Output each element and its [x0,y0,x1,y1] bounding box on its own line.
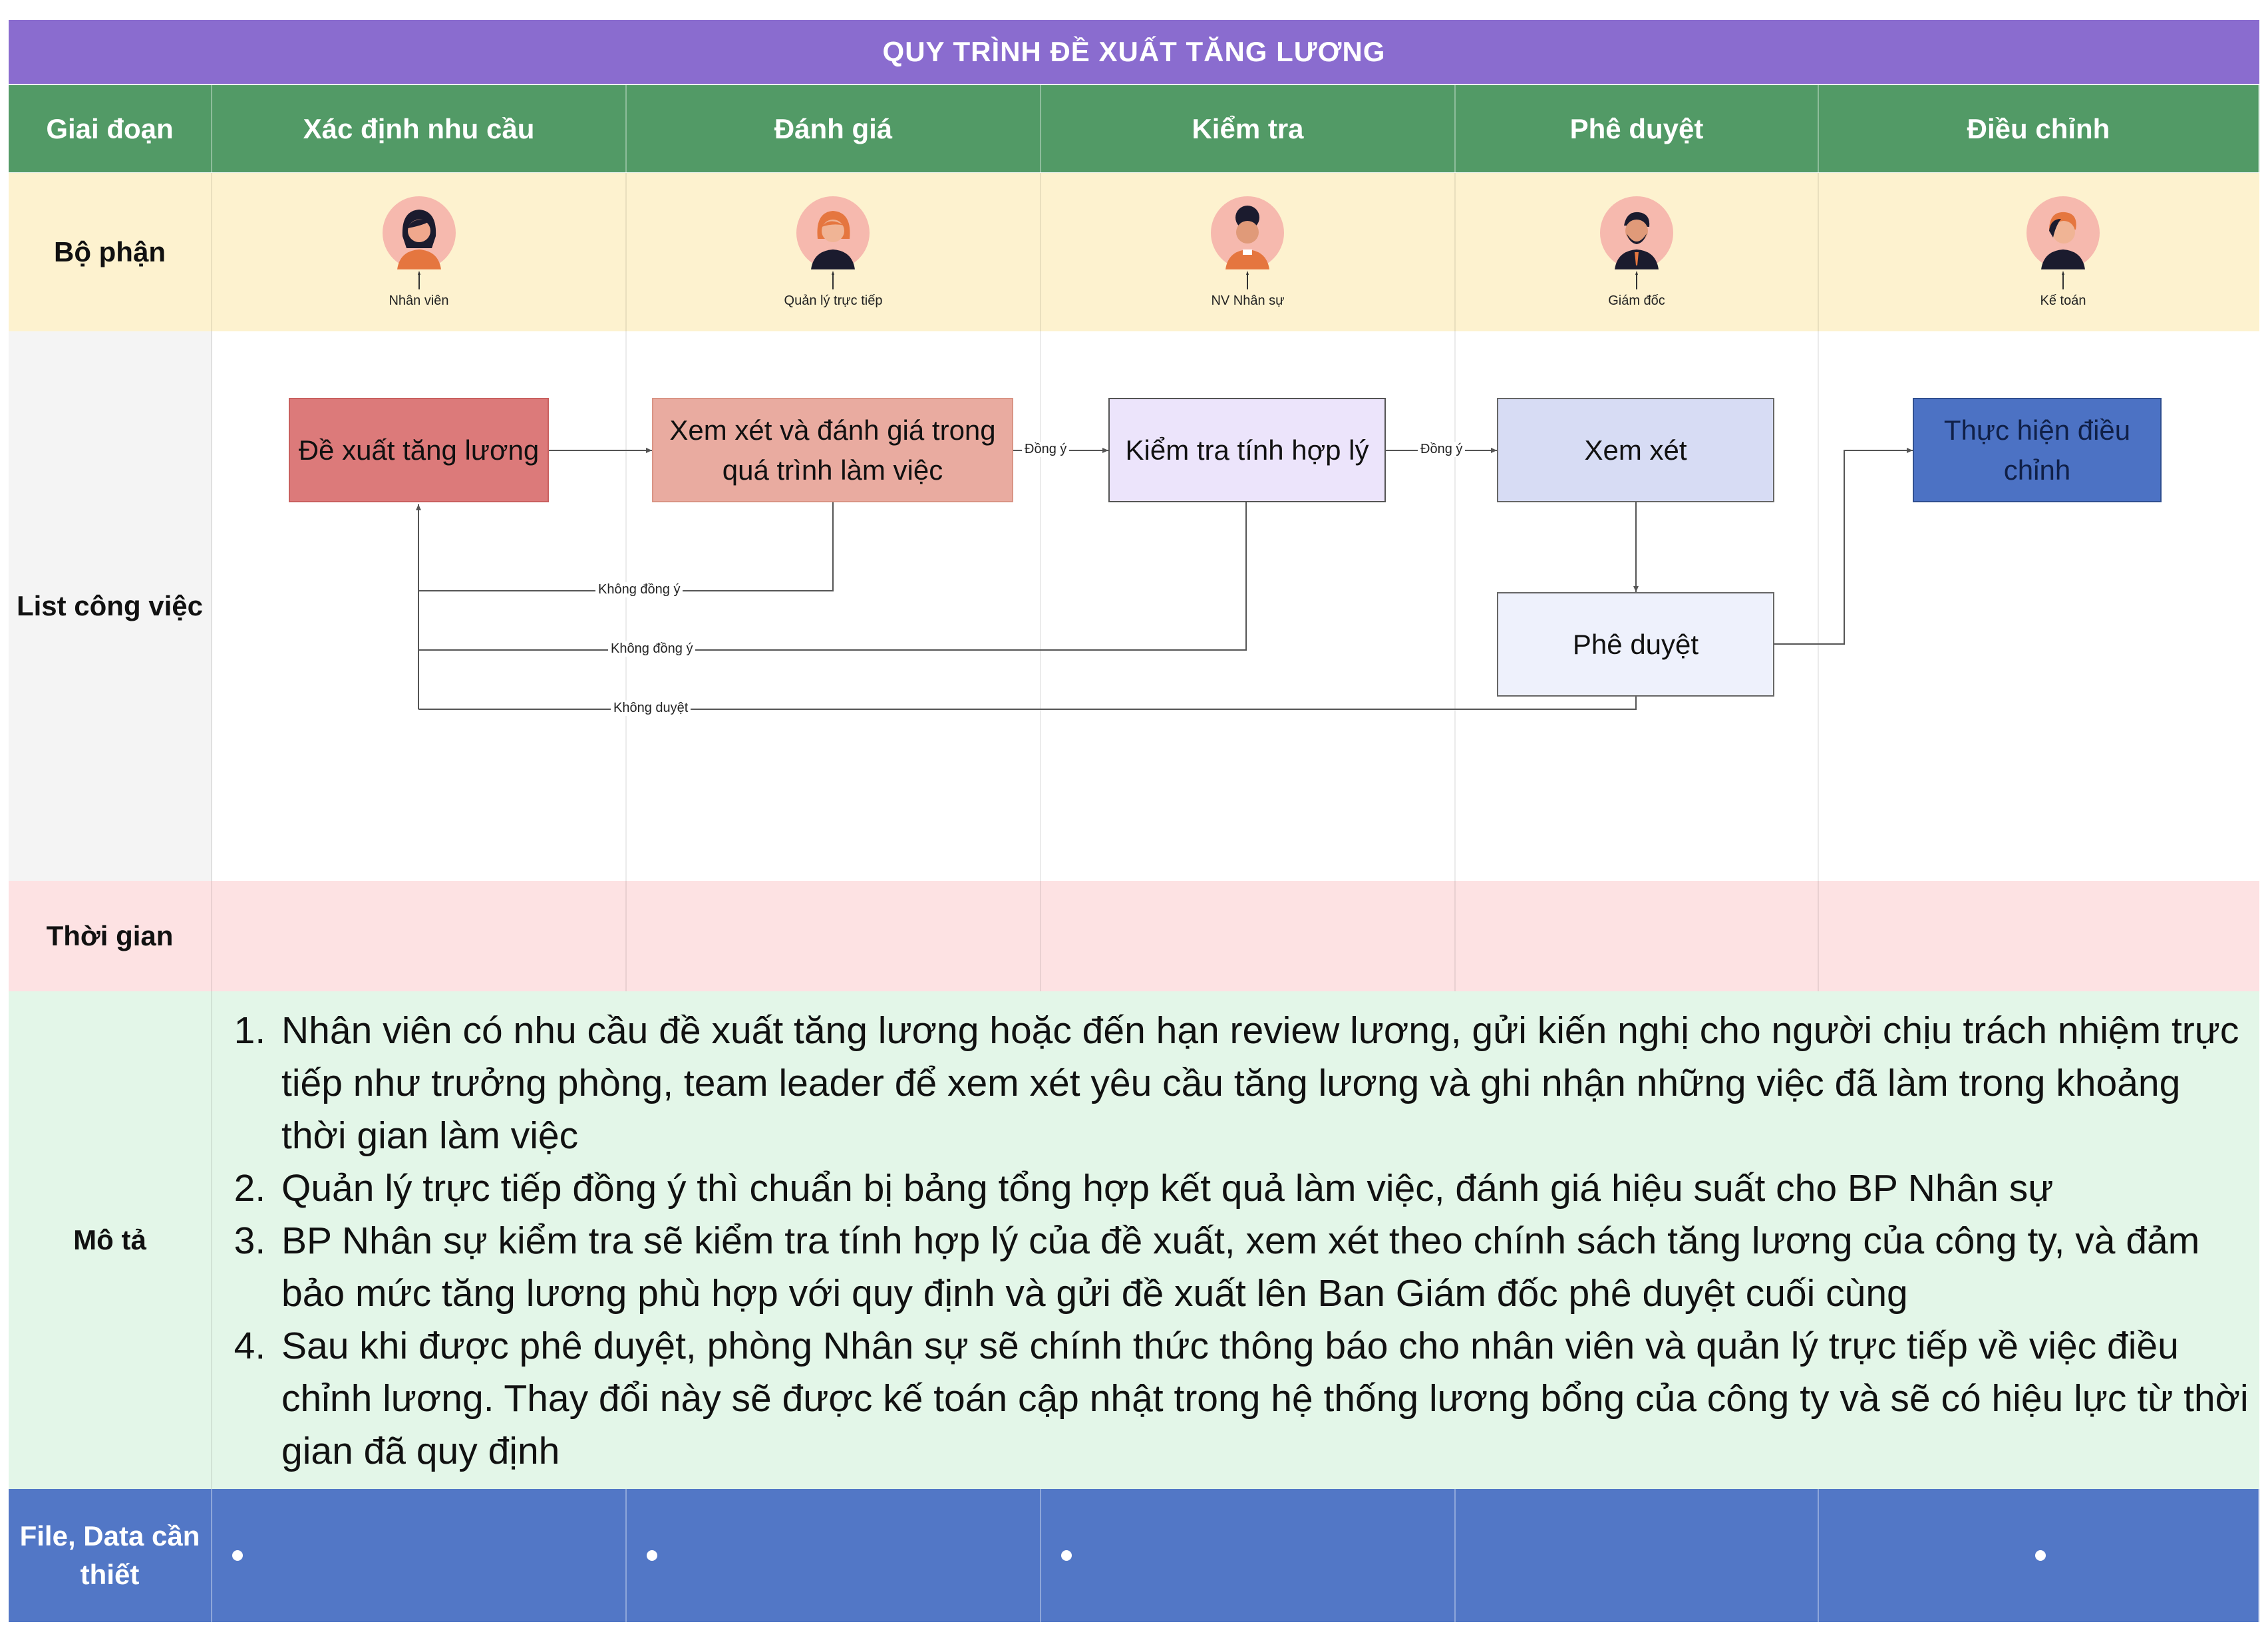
department-row-label: Bộ phận [9,173,212,331]
director-avatar-icon [1600,196,1673,269]
time-cell-5[interactable] [1819,881,2259,991]
task-cell-2 [627,331,1041,881]
department-row: Bộ phận Nhân viên Quản lý trực t [9,173,2259,331]
task-cell-1 [212,331,627,881]
description-row: Mô tả [9,991,2259,1489]
edge-label-reject: Không duyệt [611,701,691,716]
task-cell-4 [1456,331,1819,881]
description-item: BP Nhân sự kiểm tra sẽ kiểm tra tính hợp… [276,1215,2255,1320]
description-item: Nhân viên có nhu cầu đề xuất tăng lương … [276,1005,2255,1162]
person-label: Kế toán [2040,293,2086,308]
bullet-icon [2035,1550,2046,1561]
person-employee: Nhân viên [382,196,456,309]
header-stage-label: Giai đoạn [9,85,212,172]
task-list-row-label: List công việc [9,331,212,881]
department-cell-3: NV Nhân sự [1041,173,1456,331]
edge-label-agree-2: Đồng ý [1418,442,1466,457]
department-cell-5: Kế toán [1819,173,2259,331]
time-cell-3[interactable] [1041,881,1456,991]
time-row: Thời gian [9,881,2259,991]
header-stage-identify-need: Xác định nhu cầu [212,85,627,172]
person-label: Quản lý trực tiếp [784,293,883,308]
edge-approve-reject [418,696,1637,710]
arrow-up-icon [2062,270,2064,289]
person-label: NV Nhân sự [1211,293,1285,308]
files-row: File, Data cần thiết [9,1489,2259,1622]
task-check-validity[interactable]: Kiểm tra tính hợp lý [1108,398,1386,502]
task-evaluate-work[interactable]: Xem xét và đánh giá trong quá trình làm … [652,398,1013,502]
manager-avatar-icon [796,196,870,269]
time-row-label: Thời gian [9,881,212,991]
person-label: Nhân viên [389,293,449,308]
task-adjust[interactable]: Thực hiện điều chỉnh [1913,398,2162,502]
department-cell-4: Giám đốc [1456,173,1819,331]
diagram-title: QUY TRÌNH ĐỀ XUẤT TĂNG LƯƠNG [9,20,2259,84]
person-hr-staff: NV Nhân sự [1211,196,1285,309]
arrow-up-icon [417,270,420,289]
description-row-label: Mô tả [9,991,212,1489]
description-item: Sau khi được phê duyệt, phòng Nhân sự sẽ… [276,1320,2255,1478]
files-row-label: File, Data cần thiết [9,1489,212,1622]
bullet-icon [232,1550,243,1561]
task-propose-raise[interactable]: Đề xuất tăng lương [289,398,549,502]
task-cell-3 [1041,331,1456,881]
files-cell-3[interactable] [1041,1489,1456,1622]
arrow-up-icon [832,270,835,289]
accountant-avatar-icon [2026,196,2100,269]
department-cell-1: Nhân viên [212,173,627,331]
description-list: Nhân viên có nhu cầu đề xuất tăng lương … [220,1005,2255,1478]
edge-evaluate-reject [418,502,834,591]
person-director: Giám đốc [1600,196,1673,309]
header-stage-approve: Phê duyệt [1456,85,1819,172]
task-review[interactable]: Xem xét [1497,398,1774,502]
bullet-icon [1061,1550,1072,1561]
files-cell-4[interactable] [1456,1489,1819,1622]
arrow-up-icon [1246,270,1249,289]
edge-label-agree-1: Đồng ý [1022,442,1070,457]
person-accountant: Kế toán [2026,196,2100,309]
description-item: Quản lý trực tiếp đồng ý thì chuẩn bị bả… [276,1162,2255,1215]
time-cell-4[interactable] [1456,881,1819,991]
employee-avatar-icon [382,196,456,269]
time-cell-1[interactable] [212,881,627,991]
files-cell-1[interactable] [212,1489,627,1622]
person-manager: Quản lý trực tiếp [784,196,883,309]
header-stage-evaluate: Đánh giá [627,85,1041,172]
edge-label-disagree-2: Không đồng ý [608,641,696,657]
time-cell-2[interactable] [627,881,1041,991]
hr-staff-avatar-icon [1211,196,1285,269]
edge-approve-to-adjust [1774,448,1913,645]
edge-label-disagree-1: Không đồng ý [595,582,683,597]
files-cell-5[interactable] [1819,1489,2259,1622]
arrow-up-icon [1635,270,1638,289]
task-approve[interactable]: Phê duyệt [1497,592,1774,697]
files-cell-2[interactable] [627,1489,1041,1622]
header-stage-check: Kiểm tra [1041,85,1456,172]
person-label: Giám đốc [1608,293,1665,308]
bullet-icon [647,1550,657,1561]
stage-header-row: Giai đoạn Xác định nhu cầu Đánh giá Kiểm… [9,85,2259,172]
department-cell-2: Quản lý trực tiếp [627,173,1041,331]
header-stage-adjust: Điều chỉnh [1819,85,2259,172]
